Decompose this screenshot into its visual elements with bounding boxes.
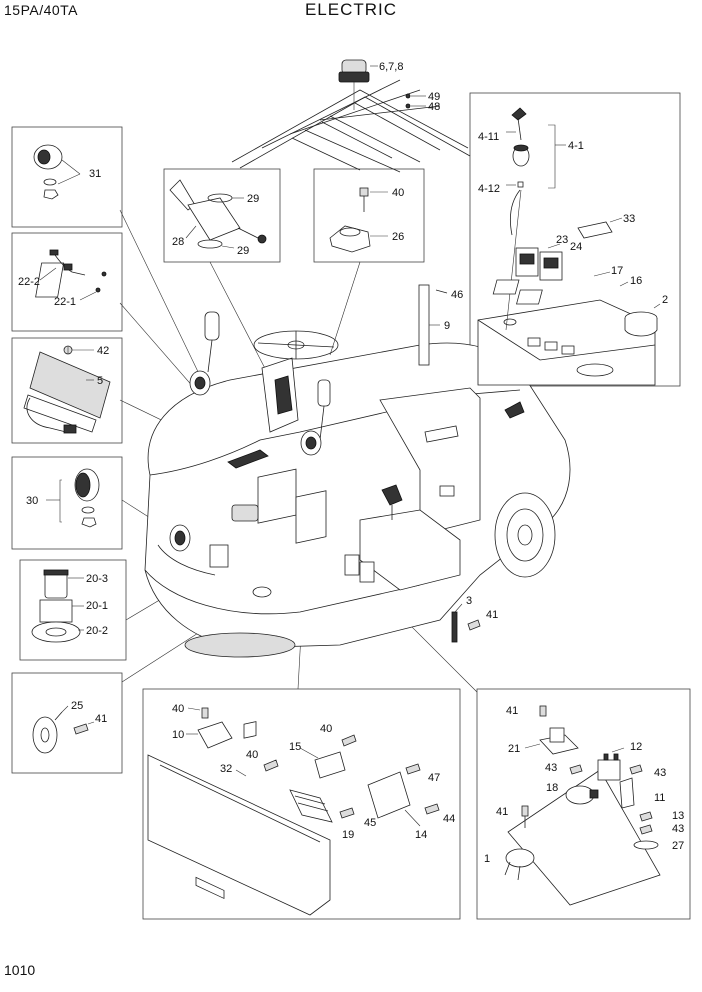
truck-body <box>144 311 571 658</box>
callout-labels: 6,7,8 49 48 4-11 4-1 4-12 33 23 24 17 16… <box>18 61 684 865</box>
part-20-pump <box>31 569 84 643</box>
callout: 3 <box>466 595 472 607</box>
part-3-strap <box>451 603 481 643</box>
callout: 43 <box>545 762 557 774</box>
callout: 15 <box>289 741 301 753</box>
callout: 44 <box>443 813 455 825</box>
part-5-pedal <box>23 345 111 434</box>
part-28-grip <box>169 179 267 249</box>
callout: 24 <box>570 241 582 253</box>
callout: 41 <box>486 609 498 621</box>
detail-box-console <box>469 92 681 387</box>
callout: 45 <box>364 817 376 829</box>
callout: 43 <box>654 767 666 779</box>
detail-box-25 <box>11 672 123 774</box>
detail-box-controller <box>142 688 461 920</box>
callout: 22-2 <box>18 276 40 288</box>
callout: 9 <box>444 320 450 332</box>
callout: 29 <box>237 245 249 257</box>
callout: 25 <box>71 700 83 712</box>
callout: 40 <box>246 749 258 761</box>
callout: 4-11 <box>478 131 499 143</box>
detail-box-28 <box>163 168 281 263</box>
part-contactor-panel <box>504 705 661 906</box>
callout: 19 <box>342 829 354 841</box>
callout: 2 <box>662 294 668 306</box>
callout: 42 <box>97 345 109 357</box>
beacon-lamp <box>338 59 426 110</box>
page-title: ELECTRIC <box>304 0 398 19</box>
callout: 12 <box>630 741 642 753</box>
callout: 22-1 <box>54 296 76 308</box>
callout: 16 <box>630 275 642 287</box>
part-9-bar <box>418 284 448 366</box>
part-controller-panel <box>147 707 440 916</box>
callout: 23 <box>556 234 568 246</box>
part-22-switch <box>35 249 107 301</box>
callout: 20-3 <box>86 573 108 585</box>
callout: 31 <box>89 168 101 180</box>
part-26-switch <box>329 187 388 253</box>
callout: 48 <box>428 101 440 113</box>
callout: 49 <box>428 91 440 103</box>
callout: 18 <box>546 782 558 794</box>
callout: 29 <box>247 193 259 205</box>
callout: 13 <box>672 810 684 822</box>
model-code: 15PA/40TA <box>4 2 79 18</box>
callout: 41 <box>95 713 107 725</box>
callout: 28 <box>172 236 184 248</box>
part-30-lamp <box>46 468 100 528</box>
callout: 41 <box>506 705 518 717</box>
callout: 10 <box>172 729 184 741</box>
callout: 21 <box>508 743 520 755</box>
detail-box-5 <box>11 337 123 444</box>
callout: 11 <box>654 792 665 804</box>
callout: 33 <box>623 213 635 225</box>
page-number: 1010 <box>4 962 36 978</box>
callout: 1 <box>484 853 490 865</box>
callout: 40 <box>392 187 404 199</box>
callout: 14 <box>415 829 427 841</box>
overhead-guard <box>231 79 471 173</box>
callout: 43 <box>672 823 684 835</box>
callout: 40 <box>172 703 184 715</box>
callout: 17 <box>611 265 623 277</box>
callout: 47 <box>428 772 440 784</box>
detail-box-contactor <box>476 688 691 920</box>
callout: 4-1 <box>568 140 584 152</box>
callout: 32 <box>220 763 232 775</box>
detail-box-26 <box>313 168 425 263</box>
callout: 20-2 <box>86 625 108 637</box>
detail-box-30 <box>11 456 123 550</box>
part-31-lamp <box>33 144 81 200</box>
detail-box-20 <box>19 559 127 661</box>
callout: 5 <box>97 375 103 387</box>
callout: 4-12 <box>478 183 500 195</box>
detail-box-31 <box>11 126 123 228</box>
callout: 46 <box>451 289 463 301</box>
callout: 40 <box>320 723 332 735</box>
callout: 26 <box>392 231 404 243</box>
callout: 30 <box>26 495 38 507</box>
detail-box-22 <box>11 232 123 332</box>
part-25-horn <box>32 705 95 754</box>
callout: 20-1 <box>86 600 108 612</box>
callout: 27 <box>672 840 684 852</box>
part-console <box>477 107 661 386</box>
callout: 6,7,8 <box>379 61 403 73</box>
callout: 41 <box>496 806 508 818</box>
